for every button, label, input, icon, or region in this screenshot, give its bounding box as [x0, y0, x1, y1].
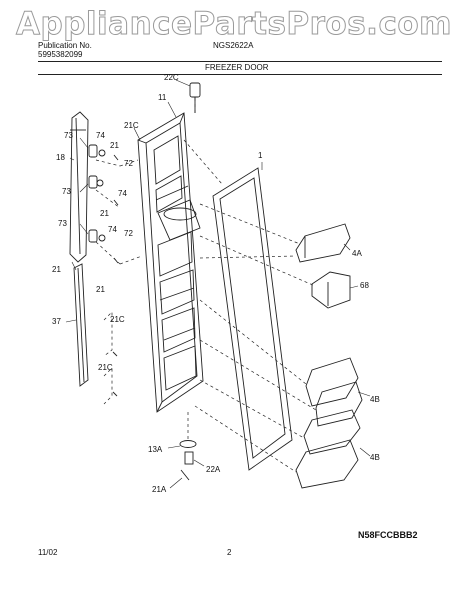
model-number: NGS2622A — [213, 41, 254, 50]
callout-21a: 21A — [152, 485, 167, 494]
callout-21c-mid: 21C — [110, 315, 125, 324]
callout-73-c: 73 — [58, 219, 67, 228]
callout-74-b: 74 — [118, 189, 127, 198]
callout-4a: 4A — [352, 249, 362, 258]
callout-21c-top: 21C — [124, 121, 139, 130]
header-rule-bottom — [38, 74, 442, 75]
door-bin-4b-upper — [305, 357, 363, 427]
publication-label: Publication No. — [38, 41, 92, 50]
callout-4b-b: 4B — [370, 453, 380, 462]
callout-21-a: 21 — [110, 141, 119, 150]
door-bin-4a — [295, 223, 351, 263]
publication-number: 5995382099 — [38, 50, 83, 59]
door-bin-4b-lower — [295, 409, 361, 489]
callout-68: 68 — [360, 281, 369, 290]
section-title: FREEZER DOOR — [205, 63, 269, 72]
callout-labels: 22C 11 21C 73 74 21 18 72 73 74 21 73 74… — [52, 73, 380, 494]
footer-page-number: 2 — [227, 548, 232, 557]
door-handle — [69, 111, 89, 263]
callout-73-b: 73 — [62, 187, 71, 196]
callout-74-c: 74 — [108, 225, 117, 234]
callout-73-a: 73 — [64, 131, 73, 140]
callout-72-a: 72 — [124, 159, 133, 168]
callout-22c: 22C — [164, 73, 179, 82]
callout-74-a: 74 — [96, 131, 105, 140]
door-gasket — [212, 167, 293, 471]
callout-22a: 22A — [206, 465, 221, 474]
callout-21-b: 21 — [100, 209, 109, 218]
callout-37: 37 — [52, 317, 61, 326]
assembly-lines — [95, 98, 317, 473]
callout-21c-low: 21C — [98, 363, 113, 372]
callout-13a: 13A — [148, 445, 163, 454]
watermark-logo: AppliancePartsPros.com — [16, 6, 452, 43]
leader-lines — [65, 79, 371, 489]
callout-72-b: 72 — [124, 229, 133, 238]
callout-21-d: 21 — [96, 285, 105, 294]
handle-trim-strip — [73, 263, 89, 387]
callout-4b-a: 4B — [370, 395, 380, 404]
door-panel — [137, 112, 204, 413]
dairy-bin-68 — [311, 271, 351, 309]
callout-18: 18 — [56, 153, 65, 162]
callout-21-c: 21 — [52, 265, 61, 274]
header-rule-top — [38, 61, 442, 62]
diagram-code: N58FCCBBB2 — [358, 530, 418, 540]
footer-date: 11/02 — [38, 548, 58, 557]
callout-1: 1 — [258, 151, 263, 160]
callout-11: 11 — [158, 93, 167, 102]
bottom-hinge-parts — [179, 440, 197, 481]
handle-clips — [88, 144, 106, 243]
